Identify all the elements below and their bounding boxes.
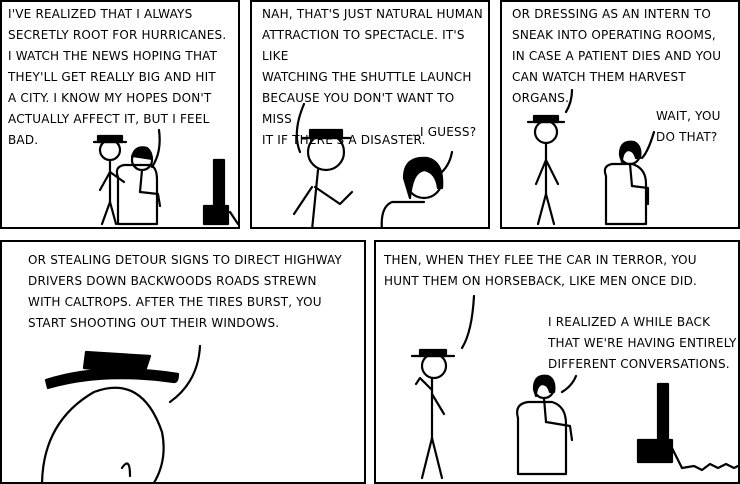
tv-cord — [670, 446, 738, 472]
panel-4-drawing — [41, 344, 202, 482]
hat-man-head — [41, 386, 165, 482]
armchair — [516, 400, 568, 476]
panel-5-reply: I realized a while back that we're havin… — [548, 315, 737, 371]
comic-panel-1: I've realized that I always secretly roo… — [0, 0, 240, 229]
panel-3-reply: Wait, you do that? — [656, 109, 721, 144]
comic-panel-5: Then, when they flee the car in terror, … — [374, 240, 740, 484]
comic-panel-2: Nah, that's just natural human attractio… — [250, 0, 490, 229]
panel-4-caption: Or stealing detour signs to direct highw… — [28, 253, 342, 330]
tv-stand — [202, 204, 230, 226]
panel-5-drawing — [410, 294, 738, 480]
comic-panel-3: Or dressing as an intern to sneak into o… — [500, 0, 740, 229]
panel-3-caption: Or dressing as an intern to sneak into o… — [512, 7, 722, 105]
panel-2-caption: Nah, that's just natural human attractio… — [262, 7, 483, 147]
panel-5-caption: Then, when they flee the car in terror, … — [384, 253, 698, 288]
armchair — [115, 163, 159, 226]
panel-1-drawing — [92, 128, 238, 226]
hat-icon — [308, 128, 344, 140]
panel-2-reply: ...I guess? — [408, 125, 477, 139]
tv-stand — [636, 438, 674, 464]
hat-man-head — [533, 119, 559, 145]
hat-man-head — [420, 352, 448, 380]
panel-2-drawing — [292, 102, 454, 227]
armchair — [380, 200, 426, 227]
hat-man-head — [306, 132, 346, 172]
panel-1-caption: I've realized that I always secretly roo… — [8, 7, 227, 147]
panel-3-drawing — [526, 88, 656, 226]
armchair — [603, 162, 648, 226]
speech-line — [150, 128, 161, 169]
comic-panel-4: Or stealing detour signs to direct highw… — [0, 240, 366, 484]
